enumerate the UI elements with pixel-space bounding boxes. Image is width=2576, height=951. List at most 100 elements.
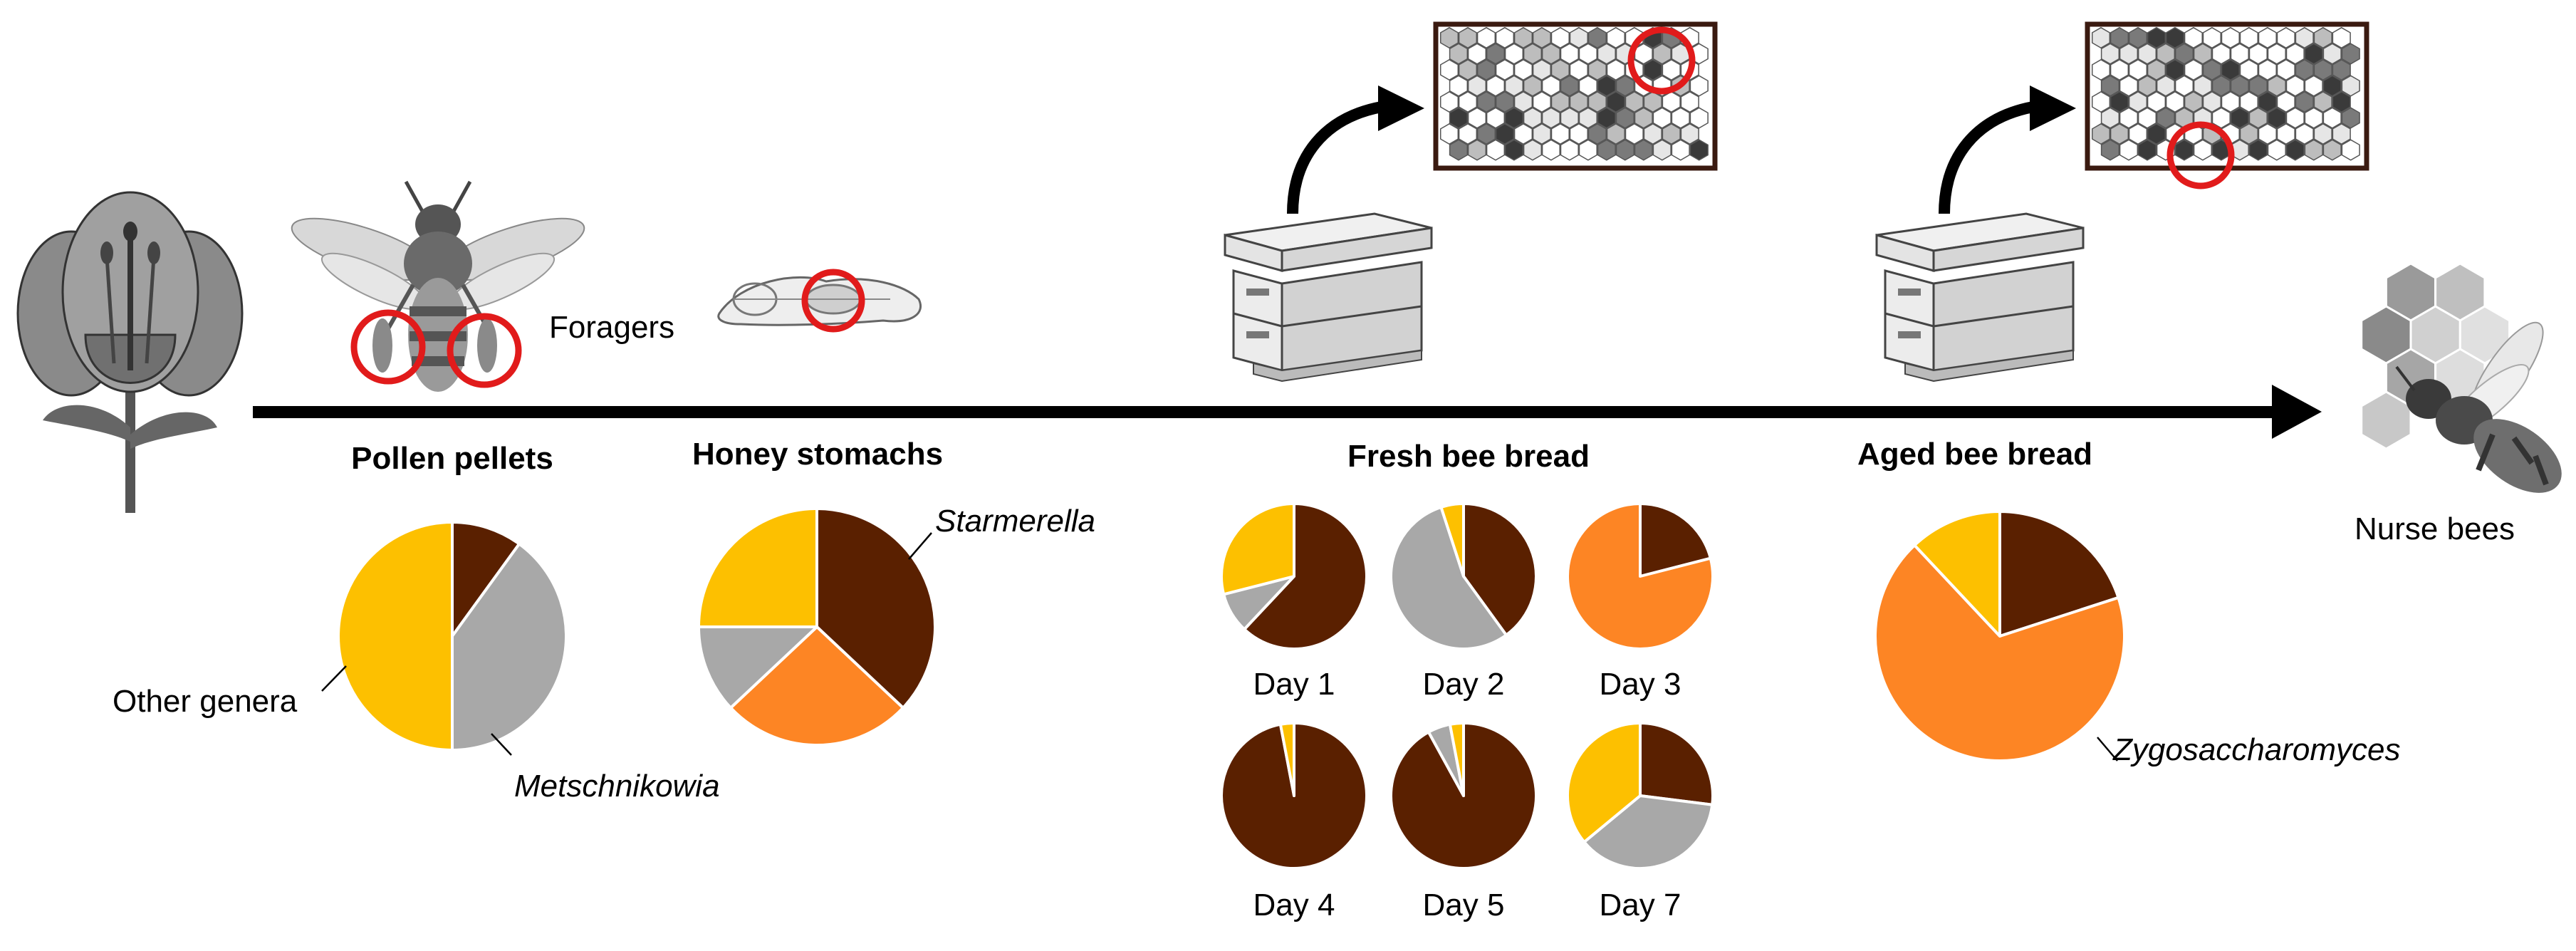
comb-cell	[2230, 107, 2249, 129]
honeycomb-icon	[2085, 21, 2369, 189]
comb-cell	[1606, 123, 1625, 145]
comb-cell	[1578, 75, 1597, 97]
comb-cell	[1578, 43, 1597, 65]
callout-starmerella: Starmerella	[935, 504, 1095, 539]
comb-cell	[2304, 107, 2323, 129]
pie-fresh-day-5	[1389, 722, 1538, 870]
pie-slice-zygosaccharomyces	[1873, 544, 2126, 762]
honey-stomach-ring	[801, 269, 865, 333]
comb-cell	[1625, 123, 1644, 145]
pie-slice-starmerella	[1243, 502, 1368, 650]
beehive-icon	[1875, 212, 2085, 383]
comb-cell	[1495, 26, 1515, 49]
comb-cell	[1550, 26, 1570, 49]
comb-cell	[2091, 90, 2111, 113]
callout-line-metschnikowia	[491, 733, 512, 756]
comb-cell	[2165, 90, 2185, 113]
comb-cell	[1532, 58, 1551, 81]
comb-cell	[2119, 139, 2139, 161]
comb-cell	[1662, 58, 1681, 81]
comb-cell	[1578, 139, 1597, 161]
comb-cell	[2211, 107, 2231, 129]
comb-cell	[2156, 43, 2176, 65]
comb-cell	[1680, 90, 1699, 113]
comb-cell	[1513, 90, 1533, 113]
callout-zygosaccharomyces: Zygosaccharomyces	[2112, 732, 2400, 767]
pie-honey-stomachs	[697, 507, 937, 747]
comb-cell	[2147, 58, 2166, 81]
comb-cell	[1606, 26, 1625, 49]
callout-other-genera: Other genera	[113, 684, 298, 719]
chart-title-aged-bee-bread: Aged bee bread	[1857, 437, 2092, 472]
comb-cell	[2137, 75, 2157, 97]
comb-cell	[1504, 75, 1524, 97]
day-label: Day 3	[1600, 667, 1681, 702]
comb-cell	[1504, 107, 1524, 129]
comb-cell	[1467, 75, 1487, 97]
comb-cell	[2248, 43, 2268, 65]
comb-cell	[2332, 90, 2351, 113]
comb-cell	[2285, 107, 2305, 129]
comb-cell	[2276, 58, 2295, 81]
comb-cell	[2267, 139, 2286, 161]
comb-cell	[1541, 107, 1560, 129]
comb-cell	[2100, 139, 2120, 161]
comb-cell	[1597, 107, 1616, 129]
comb-cell	[1486, 75, 1506, 97]
day-label: Day 4	[1253, 888, 1335, 923]
comb-cell	[2193, 75, 2212, 97]
pie-fresh-day-4	[1220, 722, 1369, 870]
pie-fresh-day-3	[1566, 502, 1715, 650]
comb-cell	[1439, 26, 1459, 49]
comb-cell	[2202, 90, 2221, 113]
comb-cell	[2147, 90, 2166, 113]
bee-anatomy-icon	[717, 269, 922, 333]
comb-cell	[1689, 139, 1709, 161]
comb-cell	[1458, 90, 1478, 113]
comb-cell	[1523, 75, 1543, 97]
comb-cell	[1560, 107, 1579, 129]
pie-pollen-pellets	[337, 521, 568, 752]
comb-cell	[1449, 43, 1469, 65]
comb-cell	[2100, 107, 2120, 129]
pie-slice-starmerella	[1389, 722, 1538, 870]
comb-cell	[2322, 43, 2342, 65]
comb-cell	[2211, 43, 2231, 65]
comb-cell	[1486, 107, 1506, 129]
comb-cell	[1486, 139, 1506, 161]
comb-cell	[1634, 107, 1653, 129]
comb-cell	[1523, 139, 1543, 161]
comb-cell	[2147, 123, 2166, 145]
chart-title-pollen-pellets: Pollen pellets	[351, 441, 553, 476]
comb-cell	[2295, 90, 2314, 113]
comb-sample-ring	[1627, 26, 1696, 95]
comb-cell	[2285, 139, 2305, 161]
comb-cell	[2322, 75, 2342, 97]
comb-cell	[2304, 43, 2323, 65]
comb-cell	[1467, 43, 1487, 65]
comb-cell	[1652, 139, 1672, 161]
comb-cell	[1671, 139, 1690, 161]
comb-cell	[1504, 43, 1524, 65]
comb-cell	[2174, 43, 2194, 65]
comb-cell	[2119, 107, 2139, 129]
pie-slice-metschnikowia	[1582, 794, 1714, 871]
comb-cell	[2165, 58, 2185, 81]
pie-slice-starmerella	[1998, 510, 2120, 638]
honeycomb-icon	[1433, 21, 1718, 171]
comb-cell	[1513, 123, 1533, 145]
comb-cell	[2295, 58, 2314, 81]
comb-cell	[2221, 90, 2240, 113]
comb-cell	[2248, 139, 2268, 161]
comb-cell	[2239, 58, 2258, 81]
comb-cell	[1495, 90, 1515, 113]
pie-slice-other-genera	[1278, 722, 1295, 797]
comb-cell	[2137, 107, 2157, 129]
day-label: Day 5	[1423, 888, 1505, 923]
pie-slice-starmerella	[1639, 502, 1712, 578]
comb-cell	[2313, 90, 2332, 113]
comb-cell	[1587, 58, 1607, 81]
comb-cell	[2202, 58, 2221, 81]
pollen-pellet-ring-right	[447, 313, 522, 388]
foragers-label: Foragers	[549, 310, 674, 345]
